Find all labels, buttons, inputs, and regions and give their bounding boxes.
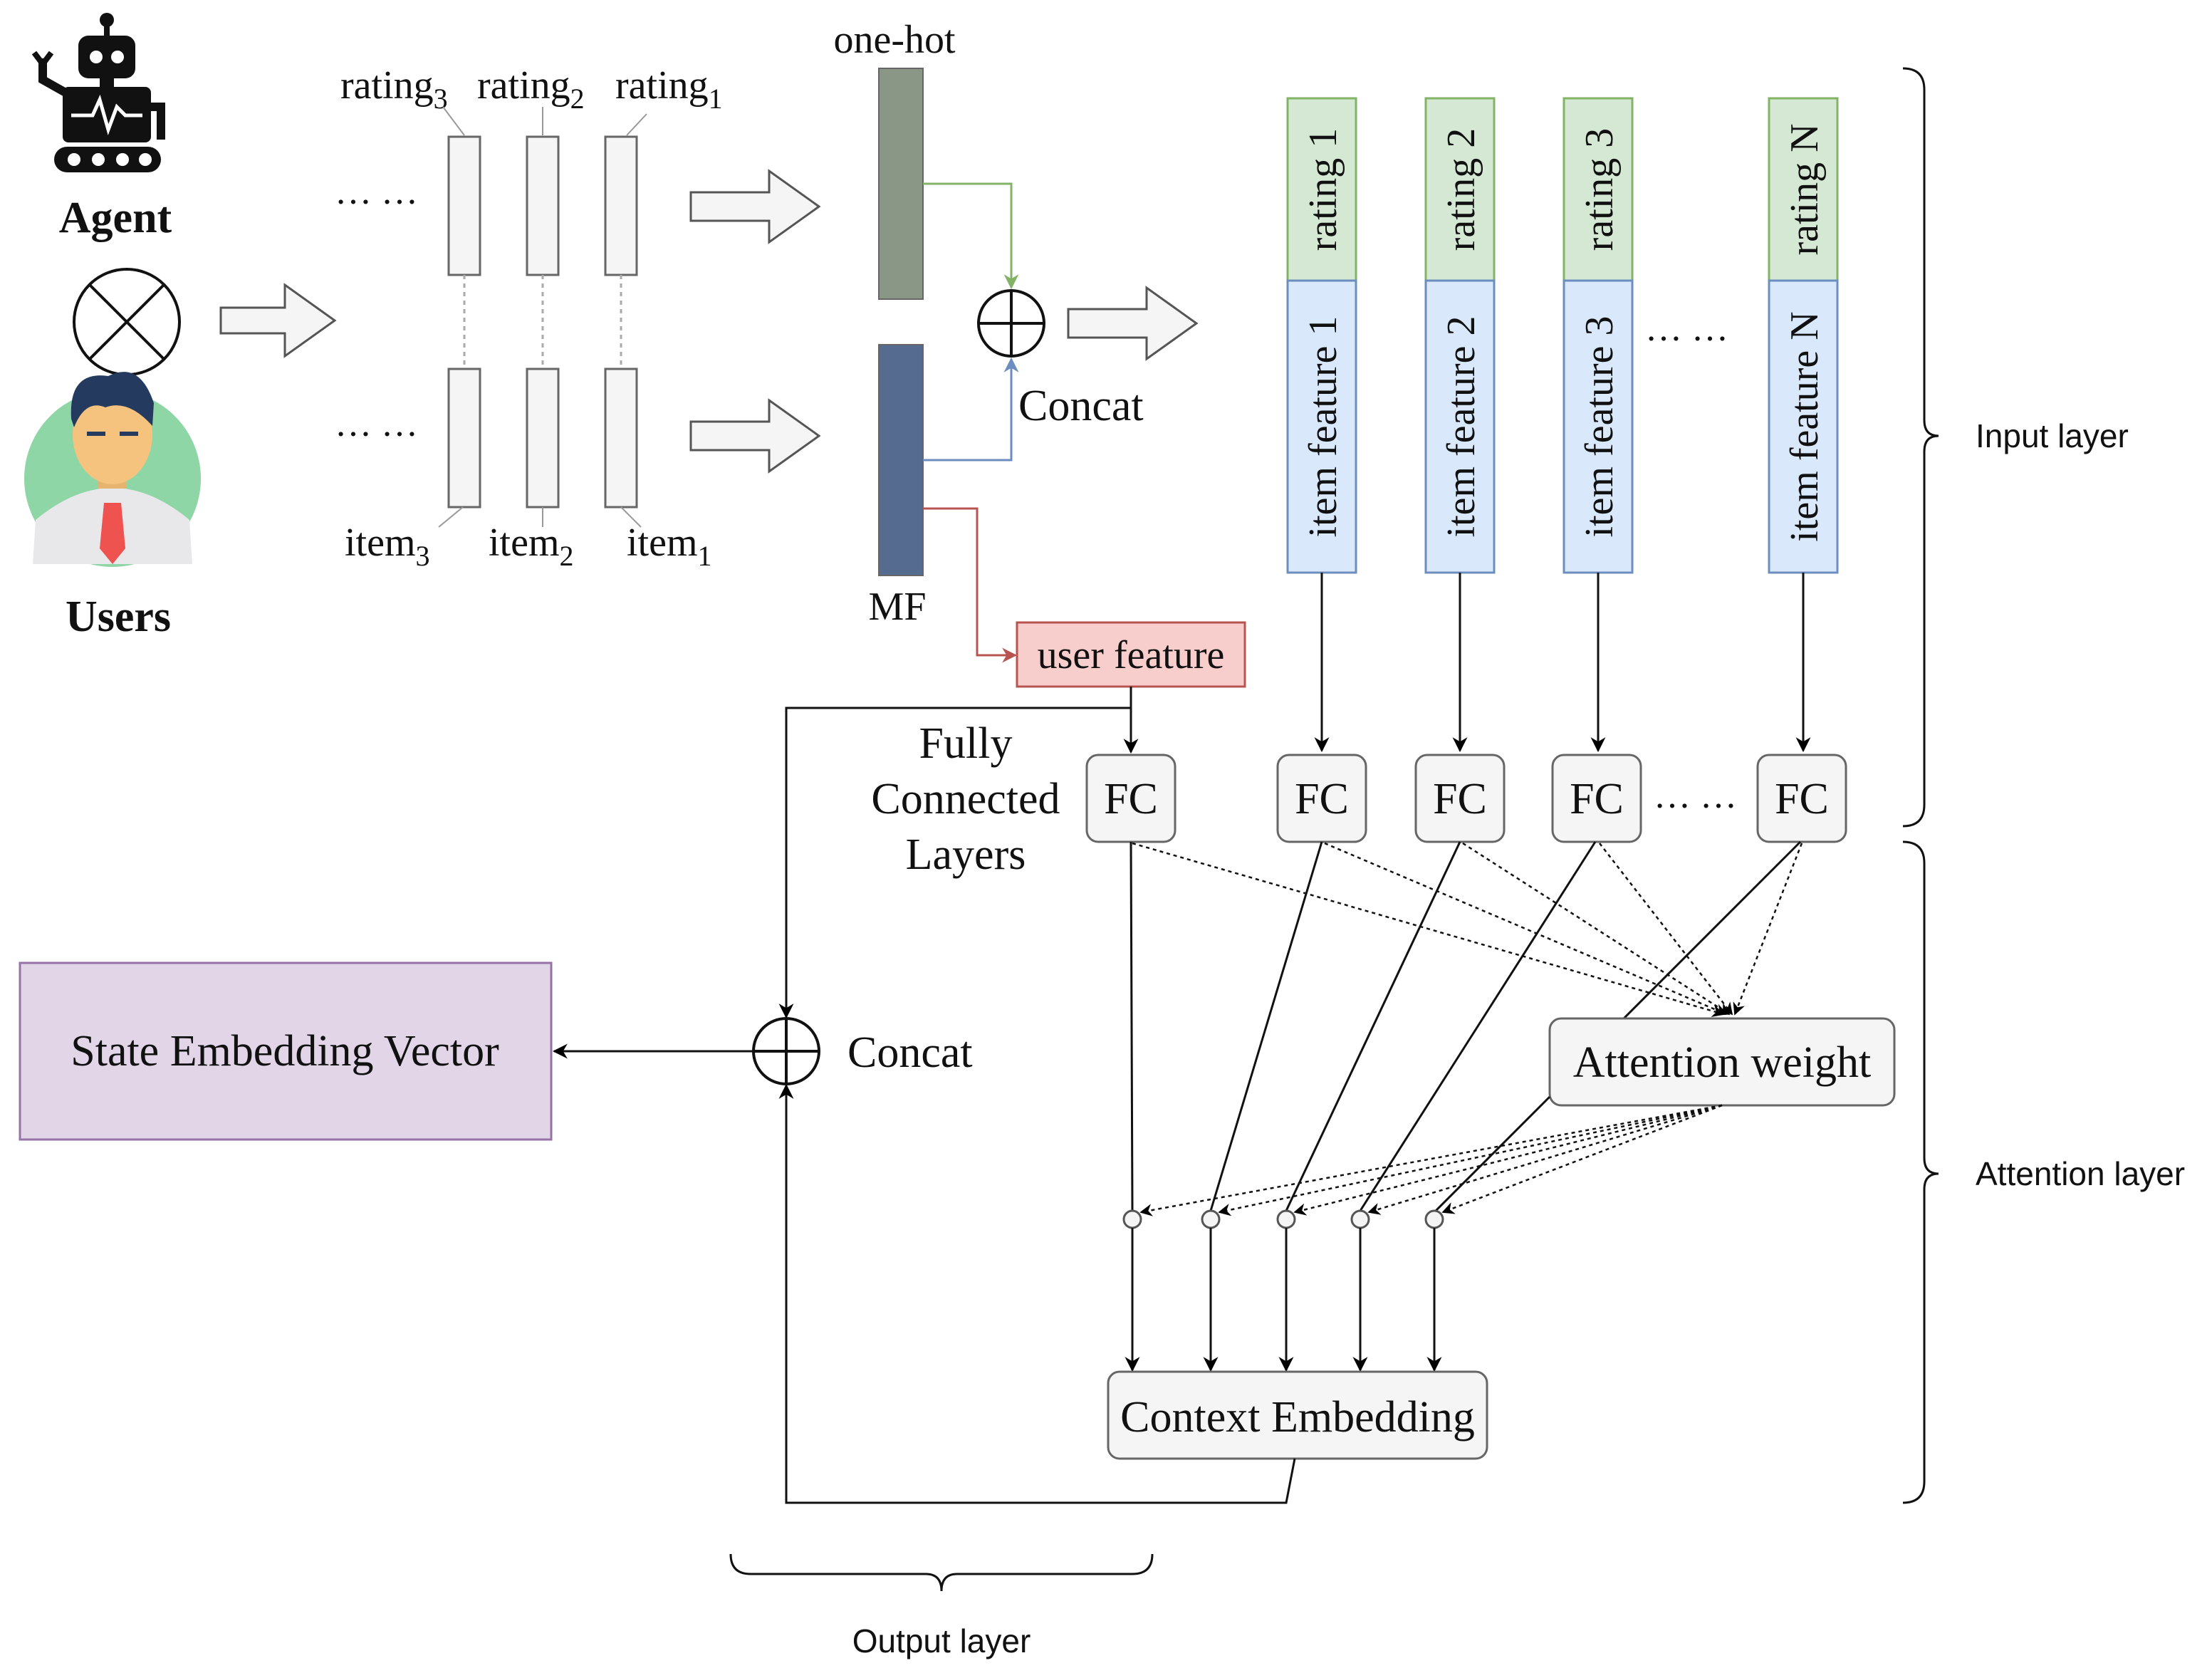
fc-node-2: FC (1414, 754, 1506, 843)
concat-label-output: Concat (847, 1028, 973, 1077)
concat-label-top: Concat (1018, 382, 1144, 430)
item-feature-label-2: item feature 2 (1439, 316, 1483, 538)
output-layer-brace (729, 1553, 1154, 1592)
item-bar-3 (447, 368, 481, 509)
svg-text:Context Embedding: Context Embedding (1120, 1393, 1475, 1442)
onehot-label: one-hot (833, 18, 956, 62)
svg-text:Attention weight: Attention weight (1573, 1038, 1871, 1087)
attention-weight-box: Attention weight (1548, 1017, 1896, 1107)
item-feature-label-1: item feature 1 (1301, 316, 1345, 538)
weighting-nodes (1122, 1209, 1444, 1229)
user-feature-label: user feature (1038, 633, 1225, 677)
rating-bar-2 (526, 135, 560, 276)
svg-text:Layers: Layers (906, 830, 1026, 879)
robot-icon (31, 13, 165, 172)
agent-label: Agent (59, 194, 172, 242)
history-items-labels: item3 item2 item1 (345, 521, 712, 572)
input-layer-label: Input layer (1976, 417, 2129, 454)
input-column-n: rating N item feature N (1768, 97, 1839, 574)
svg-text:rating3: rating3 (340, 63, 448, 115)
svg-text:Connected: Connected (871, 775, 1060, 823)
input-column-3: rating 3 item feature 3 (1563, 97, 1634, 574)
users-label: Users (66, 593, 171, 641)
context-to-output-concat-arrow (778, 1083, 1296, 1504)
item-bar-2 (526, 368, 560, 509)
rating-label-2: rating 2 (1439, 128, 1483, 251)
history-ratings-labels: rating3 rating2 rating1 (340, 63, 723, 115)
fc-node-n: FC (1756, 754, 1847, 843)
fc-node-user: FC (1085, 754, 1177, 843)
attention-to-weighting-links (1139, 1104, 1723, 1216)
fc-to-attention-links (1132, 842, 1803, 1018)
svg-text:FC: FC (1775, 775, 1829, 823)
fc-to-weighting-links (1130, 840, 1802, 1211)
hollow-arrow (689, 169, 821, 244)
mf-label: MF (869, 585, 927, 629)
rating-label-1: rating 1 (1301, 128, 1345, 251)
rating-label-n: rating N (1783, 123, 1827, 255)
svg-text:rating2: rating2 (477, 63, 585, 115)
history-ratings-ellipsis: … … (335, 172, 418, 212)
concat-operator-top (977, 289, 1045, 358)
rating-label-3: rating 3 (1577, 128, 1622, 251)
weighting-to-context-links (1125, 1228, 1442, 1372)
item-feature-label-3: item feature 3 (1577, 316, 1622, 538)
user-avatar-icon (24, 372, 201, 567)
svg-text:FC: FC (1433, 775, 1487, 823)
hollow-arrow (689, 398, 821, 474)
fc-ellipsis: … … (1654, 776, 1737, 816)
mf-to-concat-arrow (923, 357, 1019, 462)
input-column-2: rating 2 item feature 2 (1424, 97, 1496, 574)
item-bar-1 (604, 368, 638, 509)
fully-connected-layers-label: Fully Connected Layers (871, 719, 1060, 879)
svg-text:FC: FC (1104, 775, 1158, 823)
item-feature-label-n: item feature N (1783, 311, 1827, 541)
output-layer-label: Output layer (852, 1622, 1031, 1659)
onehot-to-concat-arrow (923, 182, 1019, 290)
svg-text:item1: item1 (627, 521, 712, 572)
state-embedding-box: State Embedding Vector (19, 961, 553, 1141)
svg-text:State Embedding Vector: State Embedding Vector (71, 1027, 499, 1075)
attention-layer-brace (1902, 840, 1939, 1504)
mf-to-user-feature-arrow (923, 507, 1018, 663)
context-embedding-box: Context Embedding (1107, 1370, 1488, 1460)
columns-ellipsis: … … (1645, 308, 1728, 349)
user-feature-box (1016, 621, 1246, 688)
hollow-arrow (219, 283, 337, 358)
concat-operator-output (752, 1017, 820, 1085)
rating-bar-3 (447, 135, 481, 276)
input-layer-brace (1902, 67, 1939, 828)
svg-text:FC: FC (1295, 775, 1349, 823)
svg-text:FC: FC (1570, 775, 1624, 823)
svg-text:rating1: rating1 (615, 63, 723, 115)
svg-text:item3: item3 (345, 521, 430, 572)
attention-layer-label: Attention layer (1976, 1155, 2185, 1192)
interaction-icon (73, 268, 181, 376)
rating-bar-1 (604, 135, 638, 276)
user-feature-to-output-concat-arrow (778, 707, 1131, 1019)
onehot-bar (878, 68, 924, 300)
hollow-arrow (1067, 286, 1199, 361)
mf-bar (878, 344, 924, 576)
fc-node-1: FC (1276, 754, 1367, 843)
input-column-1: rating 1 item feature 1 (1286, 97, 1357, 574)
history-items-ellipsis: … … (335, 404, 418, 444)
fc-node-3: FC (1551, 754, 1642, 843)
svg-text:Fully: Fully (919, 719, 1013, 768)
svg-text:item2: item2 (489, 521, 574, 572)
